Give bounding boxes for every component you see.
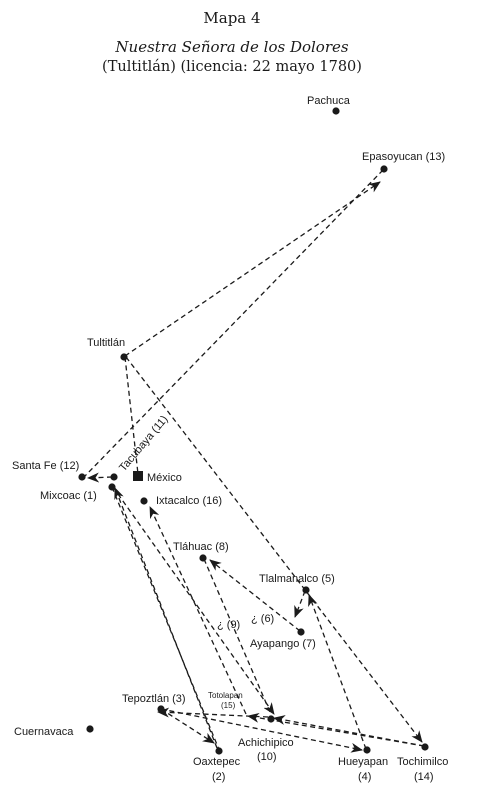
label-tlalmanalco: Tlalmanalco (5) [259,573,335,585]
town-dot-achichipico [267,715,275,723]
town-dot-epasoyucan [380,165,388,173]
label-totolapan-num: (15) [221,701,236,710]
label-hueyapan-num: (4) [358,771,371,783]
town-dot-tochimilco [421,743,429,751]
route-tepoztlan-oaxtepec [160,708,215,744]
label-tultitlan: Tultitlán [87,337,125,349]
town-dot-tlalmanalco [302,586,310,594]
label-tochimilco-name: Tochimilco [397,756,448,768]
route-tlahuac-achichipico [203,558,271,713]
route-ayapango-tlahuac [209,559,301,632]
label-achichipico-num: (10) [257,751,277,763]
route-achichipico-tepoztlan [157,707,269,718]
route-hueyapan-tlalmanalco [308,594,367,750]
label-cuernavaca: Cuernavaca [14,726,74,738]
label-epasoyucan: Epasoyucan (13) [362,151,445,163]
route-tultitlan-epasoyucan [124,181,381,357]
label-hueyapan-name: Hueyapan [338,756,388,768]
town-dot-mixcoac [108,483,116,491]
route-tochimilco-achichipico [273,715,425,747]
label-totolapan-name: Totolapan [208,691,243,700]
label-pachuca: Pachuca [307,95,351,107]
label-achichipico-name: Achichipico [238,737,294,749]
label-tacubaya: Tacubaya (11) [117,413,170,473]
town-dot-tacubaya [110,473,118,481]
town-dot-pachuca [332,107,340,115]
place-labels: Pachuca Epasoyucan (13) Tultitlán Tacuba… [12,95,448,783]
label-unknown-6: ¿ (6) [251,613,274,625]
route-tepoztlan-hueyapan [160,708,363,753]
town-dot-santa-fe [78,473,86,481]
route-tlalmanalco-ayapango [294,590,306,618]
label-oaxtepec-name: Oaxtepec [193,756,241,768]
label-tepoztlan: Tepoztlán (3) [122,693,186,705]
label-santa-fe: Santa Fe (12) [12,460,79,472]
route-tultitlan-mexico [124,356,139,475]
town-dot-ayapango [297,628,305,636]
capital-square-mexico [133,471,143,481]
label-tlahuac: Tláhuac (8) [173,541,229,553]
label-unknown-9: ¿ (9) [217,619,240,631]
town-dot-tepoztlan [157,705,165,713]
town-dot-hueyapan [363,746,371,754]
route-oaxtepec-mixcoac [114,487,218,749]
routes [83,169,425,753]
label-mexico: México [147,472,182,484]
label-tochimilco-num: (14) [414,771,434,783]
town-dot-cuernavaca [86,725,94,733]
map-subtitle: Nuestra Señora de los Dolores [114,38,348,56]
route-mixcoac-achichipico [112,486,275,715]
label-ayapango: Ayapango (7) [250,638,316,650]
town-dot-oaxtepec [215,747,223,755]
route-mixcoac-oaxtepec [111,486,221,753]
label-oaxtepec-num: (2) [212,771,225,783]
map-license-line: (Tultitlán) (licencia: 22 mayo 1780) [102,59,362,75]
town-markers [78,107,429,755]
town-dot-tlahuac [199,554,207,562]
route-totolapan-ixtacalco [149,506,247,715]
label-mixcoac: Mixcoac (1) [40,490,97,502]
route-tultitlan-tochimilco [125,356,423,743]
map-number-title: Mapa 4 [203,9,260,27]
town-dot-ixtacalco [140,497,148,505]
town-dot-tultitlan [120,353,128,361]
label-ixtacalco: Ixtacalco (16) [156,495,222,507]
route-epasoyucan-santafe [83,169,384,478]
route-tacubaya-santafe [87,472,113,483]
